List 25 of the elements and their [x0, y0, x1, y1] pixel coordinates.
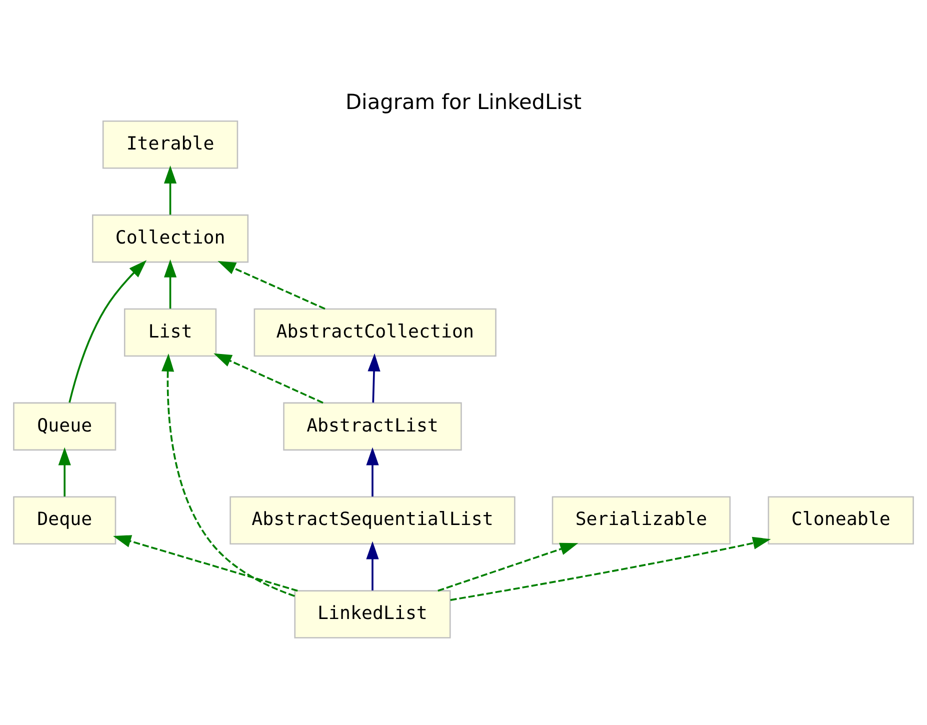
arrow — [214, 353, 324, 404]
arrow — [366, 541, 379, 590]
node-box: LinkedList — [294, 590, 451, 638]
node-box: AbstractList — [283, 402, 462, 451]
diagram-title: Diagram for LinkedList — [345, 90, 582, 114]
node-box: AbstractCollection — [254, 308, 496, 357]
node-box: Serializable — [552, 496, 731, 544]
node-box: Collection — [92, 214, 249, 263]
arrow — [368, 353, 380, 403]
arrow — [164, 165, 177, 215]
node-box: Deque — [13, 496, 116, 544]
arrow — [164, 259, 177, 309]
arrow — [58, 447, 71, 496]
arrow — [366, 447, 379, 496]
arrow — [438, 542, 578, 592]
node-box: List — [124, 308, 217, 357]
node-box: Queue — [13, 402, 116, 451]
arrow — [162, 353, 295, 597]
arrow — [450, 536, 771, 601]
node-box: Cloneable — [768, 496, 914, 544]
arrow — [68, 260, 147, 403]
arrow — [113, 535, 298, 592]
node-box: AbstractSequentialList — [230, 496, 516, 544]
arrow — [218, 261, 326, 310]
node-box: Iterable — [102, 120, 238, 169]
